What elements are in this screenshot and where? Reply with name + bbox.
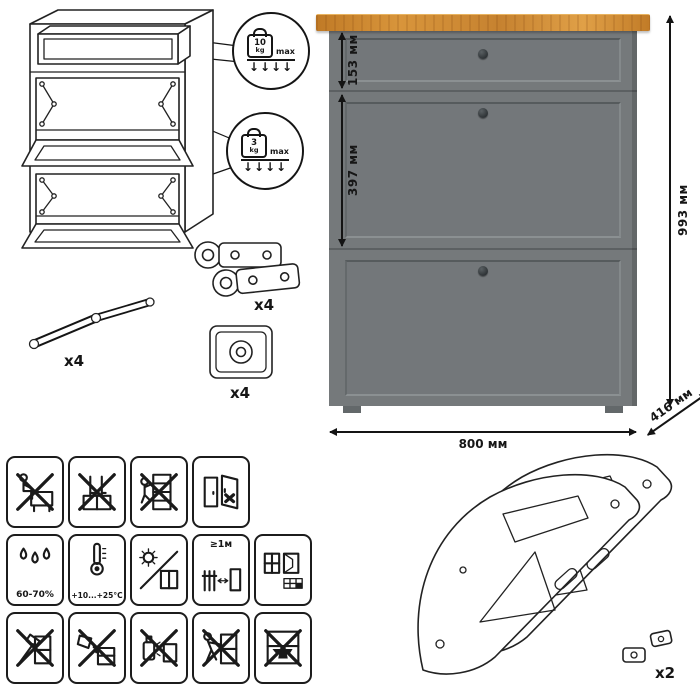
cabinet-line-drawing xyxy=(21,9,301,379)
pictogram-no-climbing xyxy=(130,456,188,528)
flap-knob-1 xyxy=(478,108,488,118)
foot-hardware xyxy=(209,325,273,379)
cabinet-render xyxy=(329,30,637,413)
pictogram-ventilation-window xyxy=(254,534,312,606)
foot-qty: x4 xyxy=(230,384,251,402)
pictogram-temperature: +10...+25°C xyxy=(68,534,126,606)
cabinet-foot-right xyxy=(605,406,623,413)
hinge-hardware xyxy=(194,241,301,299)
pictogram-no-heavy-load xyxy=(254,612,312,684)
weight-icon: 3 kg xyxy=(241,128,268,159)
down-arrows-icon: ↓↓↓↓ xyxy=(240,159,290,175)
dim-label-drawer-height: 153 мм xyxy=(346,34,360,87)
weight-value: 10 xyxy=(254,37,266,48)
pictogram-no-sitting xyxy=(6,456,64,528)
sun-cabinet-icon xyxy=(139,548,179,590)
cabinet-drawer-front xyxy=(329,30,637,92)
pictogram-no-solvent xyxy=(130,612,188,684)
pictogram-doors-warning xyxy=(192,456,250,528)
load-limit-drawer: 10 kg max ↓↓↓↓ xyxy=(232,12,310,90)
temperature-label: +10...+25°C xyxy=(71,591,123,600)
cabinet-wood-top xyxy=(316,14,650,31)
no-sitting-icon xyxy=(16,473,54,513)
solvent-bottle-icon xyxy=(140,629,178,667)
weight-unit: kg xyxy=(255,46,265,55)
humidity-label: 60-70% xyxy=(16,590,54,600)
dim-label-flap-height: 397 мм xyxy=(346,144,360,197)
cabinet-top-face xyxy=(29,9,214,25)
dim-line-flap-height xyxy=(337,94,346,247)
spilling-cup-icon xyxy=(76,629,116,667)
frame-clips xyxy=(622,629,673,663)
open-flap-1 xyxy=(21,139,194,167)
flap-panel-2 xyxy=(345,260,621,396)
pictogram-row-3 xyxy=(6,612,312,684)
cabinet-flap-front-1 xyxy=(329,92,637,250)
doors-warning-icon xyxy=(203,474,239,510)
down-arrows-icon: ↓↓↓↓ xyxy=(246,59,296,75)
dim-line-width xyxy=(329,427,637,436)
axe-icon xyxy=(16,629,54,667)
pictogram-no-spill xyxy=(68,612,126,684)
pictogram-row-2: 60-70% +10...+25°C ≥1м xyxy=(6,534,312,606)
pictogram-keep-from-sunlight xyxy=(130,534,188,606)
pushing-person-icon xyxy=(202,629,240,667)
pictogram-heater-distance: ≥1м xyxy=(192,534,250,606)
flap-panel-1 xyxy=(345,102,621,238)
open-flap-2 xyxy=(21,223,194,249)
drawer-panel xyxy=(345,38,621,82)
stay-qty: x4 xyxy=(64,352,85,370)
thermometer-icon xyxy=(90,542,107,576)
water-drops-icon xyxy=(19,547,51,564)
weight-value: 3 xyxy=(251,137,257,148)
pictogram-no-impact xyxy=(6,612,64,684)
dim-label-total-height: 993 мм xyxy=(676,184,690,236)
radiator-distance-icon xyxy=(201,568,242,592)
flap-side-frames-drawing xyxy=(417,453,673,675)
max-label: max xyxy=(276,47,295,57)
side-frame-qty: x2 xyxy=(655,664,676,682)
flap-knob-2 xyxy=(478,266,488,276)
pictogram-row-1 xyxy=(6,456,250,528)
dim-depth-group: 416 мм xyxy=(638,380,700,436)
no-standing-icon xyxy=(78,473,116,511)
anvil-icon xyxy=(264,629,302,667)
max-label: max xyxy=(270,147,289,157)
pictogram-humidity: 60-70% xyxy=(6,534,64,606)
load-limit-flap: 3 kg max ↓↓↓↓ xyxy=(226,112,304,190)
hinge-qty: x4 xyxy=(254,296,275,314)
dim-line-drawer-height xyxy=(337,32,346,89)
pictogram-no-dragging xyxy=(192,612,250,684)
lift-stay-hardware xyxy=(28,297,155,350)
dim-label-width: 800 мм xyxy=(458,437,508,451)
cabinet-flap-front-2 xyxy=(329,250,637,406)
drawer-knob xyxy=(478,49,488,59)
window-grid-icon xyxy=(263,552,303,589)
dim-line-total-height xyxy=(665,15,674,407)
cabinet-foot-left xyxy=(343,406,361,413)
weight-icon: 10 kg xyxy=(247,28,274,59)
weight-unit: kg xyxy=(249,146,259,155)
heater-distance-label: ≥1м xyxy=(209,539,233,550)
no-climbing-icon xyxy=(140,473,178,511)
pictogram-no-standing xyxy=(68,456,126,528)
